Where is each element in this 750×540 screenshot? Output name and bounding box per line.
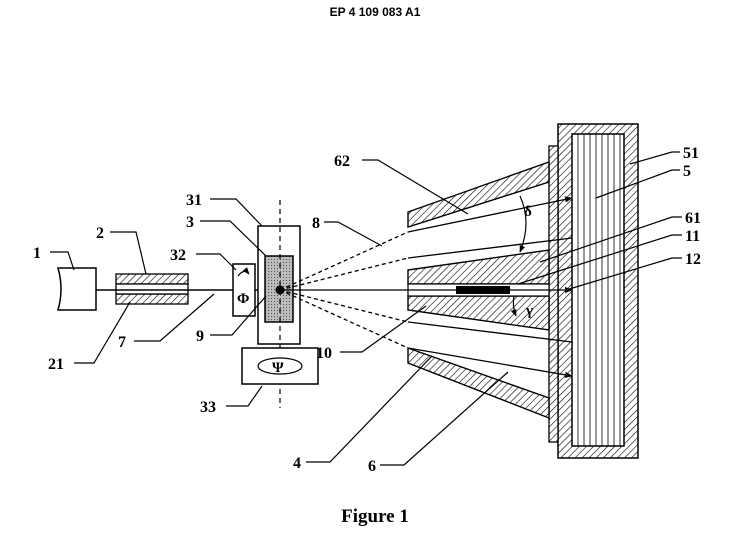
area-detector <box>572 134 624 446</box>
collimator <box>116 274 188 304</box>
psi-symbol: Ψ <box>272 360 284 376</box>
figure-caption: Figure 1 <box>0 506 750 528</box>
label-61: 61 <box>685 210 701 227</box>
label-8: 8 <box>312 215 320 232</box>
label-12: 12 <box>685 251 701 268</box>
label-32: 32 <box>170 247 186 264</box>
label-31: 31 <box>186 192 202 209</box>
label-4: 4 <box>293 455 301 472</box>
label-7: 7 <box>118 334 126 351</box>
phi-symbol: Φ <box>237 291 249 307</box>
label-51: 51 <box>683 145 699 162</box>
label-21: 21 <box>48 356 64 373</box>
label-5: 5 <box>683 163 691 180</box>
label-3: 3 <box>186 214 194 231</box>
label-1: 1 <box>33 245 41 262</box>
gamma-symbol: γ <box>525 303 533 319</box>
label-9: 9 <box>196 328 204 345</box>
delta-symbol: δ <box>524 204 532 220</box>
label-6: 6 <box>368 458 376 475</box>
label-2: 2 <box>96 225 104 242</box>
label-33: 33 <box>200 399 216 416</box>
x-ray-source <box>58 268 96 310</box>
label-62: 62 <box>334 153 350 170</box>
label-11: 11 <box>685 228 700 245</box>
label-10: 10 <box>316 345 332 362</box>
